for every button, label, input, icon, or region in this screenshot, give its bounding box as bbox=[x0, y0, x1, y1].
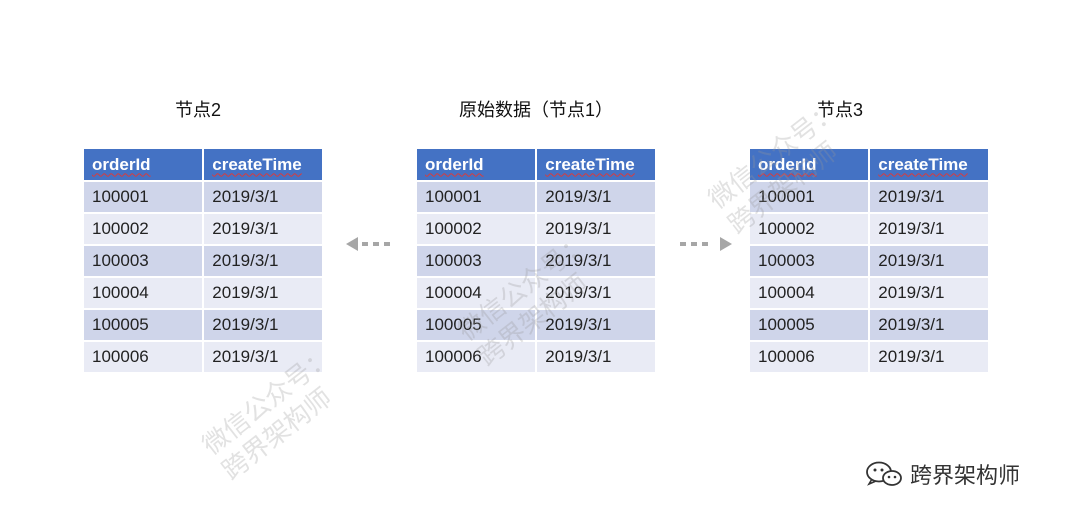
brand-name: 跨界架构师 bbox=[910, 463, 1021, 488]
header-orderid: orderId bbox=[750, 149, 871, 182]
cell-createtime: 2019/3/1 bbox=[536, 245, 657, 278]
cell-createtime: 2019/3/1 bbox=[869, 181, 990, 214]
cell-orderid: 100002 bbox=[417, 213, 538, 246]
cell-createtime: 2019/3/1 bbox=[869, 309, 990, 342]
cell-orderid: 100006 bbox=[417, 341, 538, 374]
cell-createtime: 2019/3/1 bbox=[203, 181, 324, 214]
cell-orderid: 100002 bbox=[750, 213, 871, 246]
cell-createtime: 2019/3/1 bbox=[536, 309, 657, 342]
cell-orderid: 100003 bbox=[750, 245, 871, 278]
brand-logo: 跨界架构师 bbox=[864, 458, 1020, 490]
cell-createtime: 2019/3/1 bbox=[536, 213, 657, 246]
source-data-title: 原始数据（节点1） bbox=[458, 100, 614, 120]
cell-orderid: 100001 bbox=[750, 181, 871, 214]
cell-orderid: 100004 bbox=[417, 277, 538, 310]
cell-createtime: 2019/3/1 bbox=[203, 213, 324, 246]
cell-orderid: 100003 bbox=[417, 245, 538, 278]
cell-orderid: 100006 bbox=[750, 341, 871, 374]
cell-createtime: 2019/3/1 bbox=[536, 277, 657, 310]
cell-createtime: 2019/3/1 bbox=[869, 245, 990, 278]
header-createtime: createTime bbox=[536, 149, 657, 182]
cell-orderid: 100001 bbox=[417, 181, 538, 214]
cell-createtime: 2019/3/1 bbox=[203, 341, 324, 374]
cell-orderid: 100004 bbox=[84, 277, 205, 310]
cell-createtime: 2019/3/1 bbox=[869, 213, 990, 246]
header-orderid: orderId bbox=[84, 149, 205, 182]
cell-orderid: 100005 bbox=[417, 309, 538, 342]
cell-createtime: 2019/3/1 bbox=[203, 277, 324, 310]
cell-orderid: 100002 bbox=[84, 213, 205, 246]
header-createtime: createTime bbox=[203, 149, 324, 182]
cell-createtime: 2019/3/1 bbox=[203, 245, 324, 278]
left-arrow-icon bbox=[346, 237, 390, 251]
header-orderid: orderId bbox=[417, 149, 538, 182]
cell-orderid: 100005 bbox=[750, 309, 871, 342]
watermark-line2: 跨界架构师 bbox=[216, 381, 338, 486]
node2-title: 节点2 bbox=[174, 100, 222, 120]
right-arrow-icon bbox=[680, 237, 732, 251]
header-createtime: createTime bbox=[869, 149, 990, 182]
cell-createtime: 2019/3/1 bbox=[536, 181, 657, 214]
cell-createtime: 2019/3/1 bbox=[536, 341, 657, 374]
cell-orderid: 100004 bbox=[750, 277, 871, 310]
cell-createtime: 2019/3/1 bbox=[869, 277, 990, 310]
cell-createtime: 2019/3/1 bbox=[203, 309, 324, 342]
cell-orderid: 100003 bbox=[84, 245, 205, 278]
node3-title: 节点3 bbox=[816, 100, 864, 120]
cell-orderid: 100005 bbox=[84, 309, 205, 342]
cell-orderid: 100006 bbox=[84, 341, 205, 374]
cell-createtime: 2019/3/1 bbox=[869, 341, 990, 374]
wechat-icon bbox=[866, 461, 902, 486]
cell-orderid: 100001 bbox=[84, 181, 205, 214]
